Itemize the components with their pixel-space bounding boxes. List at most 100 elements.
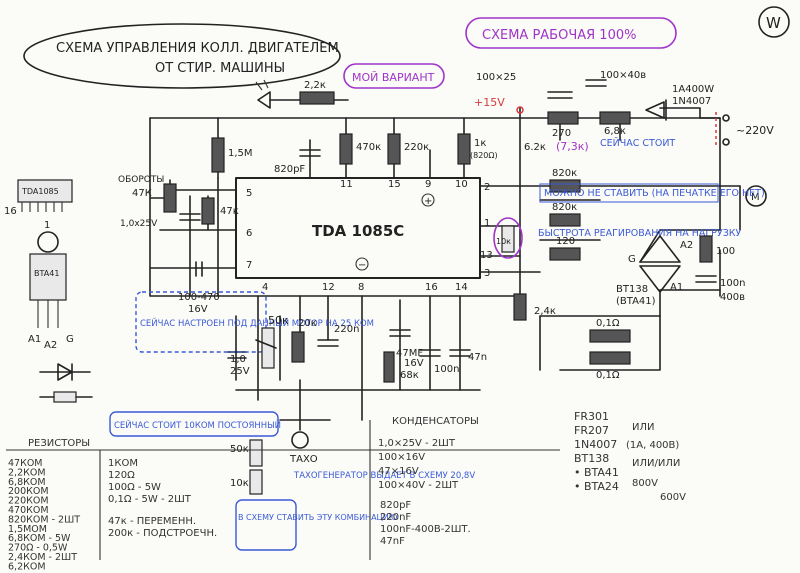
cap-100n-b bbox=[419, 349, 441, 357]
cap-1x25 bbox=[179, 213, 201, 221]
note-taxo: ТАХОГЕНЕРАТОР ВЫДАЕТ В СХЕМУ 20,8V bbox=[293, 471, 475, 481]
label-fast: БЫСТРОТА РЕАГИРОВАНИЯ НА НАГРУЗКУ bbox=[538, 228, 742, 239]
capacitor-list-item: 820pF bbox=[380, 500, 411, 511]
label-speed: ОБОРОТЫ bbox=[118, 175, 164, 185]
label-270: 270 bbox=[552, 128, 571, 139]
label-220n: 220n bbox=[334, 324, 359, 335]
label-r-10k-b: 10к bbox=[230, 478, 249, 489]
label-plus15: +15V bbox=[474, 96, 505, 109]
resistor-100 bbox=[699, 235, 713, 263]
capacitor-list-item: 47nF bbox=[380, 536, 405, 547]
resistor-270 bbox=[547, 111, 579, 125]
pot-50k-wiper bbox=[255, 339, 277, 349]
led-arrows bbox=[255, 79, 269, 91]
pin-11: 11 bbox=[340, 179, 353, 190]
parts-or1: ИЛИ bbox=[632, 422, 654, 433]
pin-6: 6 bbox=[246, 228, 252, 239]
resistor-list-item: 47к - ПЕРЕМЕНН. bbox=[108, 516, 196, 527]
label-2k4: 2,4к bbox=[534, 306, 556, 317]
label-400v: 400в bbox=[720, 292, 745, 303]
label-1k: 1к bbox=[474, 138, 486, 149]
label-can-omit: МОЖНО НЕ СТАВИТЬ (НА ПЕЧАТКЕ ЕГО НЕТ) bbox=[544, 188, 765, 199]
label-47mf-v: 16V bbox=[404, 358, 424, 369]
label-01a: 0,1Ω bbox=[596, 318, 620, 329]
label-47n: 47n bbox=[468, 352, 487, 363]
resistor-120 bbox=[549, 247, 581, 261]
ic-name: TDA 1085C bbox=[312, 222, 404, 240]
label-100x40: 100×40в bbox=[600, 70, 646, 81]
cap-100n-400v bbox=[695, 275, 717, 283]
pin-9: 9 bbox=[425, 179, 431, 190]
capacitor-list-item: 100×40V - 2ШТ bbox=[378, 480, 459, 491]
pin-3: 3 bbox=[484, 268, 490, 279]
install-note-frame bbox=[235, 499, 297, 551]
resistor-1k bbox=[457, 133, 471, 165]
pin-10: 10 bbox=[455, 179, 468, 190]
ic-minus-mark bbox=[355, 257, 369, 271]
label-triac-pkg: BTA41 bbox=[34, 269, 59, 278]
label-ac: ~220V bbox=[736, 124, 774, 137]
label-820pf: 820pF bbox=[274, 164, 305, 175]
pot-50k-b bbox=[249, 439, 263, 467]
triac-symbol bbox=[639, 235, 681, 293]
pin-16: 16 bbox=[425, 282, 438, 293]
ic-plus: + bbox=[424, 196, 432, 207]
pin-1: 1 bbox=[484, 218, 490, 229]
label-470k: 470к bbox=[356, 142, 381, 153]
label-pin-g: G bbox=[66, 334, 74, 345]
label-47mf: 47MF bbox=[396, 348, 423, 359]
note-install: В СХЕМУ СТАВИТЬ ЭТУ КОМБИНАЦИЮ bbox=[238, 513, 398, 522]
label-stand-now: СЕЙЧАС СТОИТ bbox=[600, 137, 675, 149]
resistor-list-item: 6,2КОМ bbox=[8, 561, 46, 572]
resistor-1m5 bbox=[211, 137, 225, 173]
variant-badge-frame bbox=[343, 63, 445, 89]
label-ic-pkg: TDA1085 bbox=[21, 187, 59, 196]
resistor-list-item: 1,5МОМ bbox=[8, 524, 47, 535]
label-bta41: (BTA41) bbox=[616, 296, 656, 307]
corner-letter: W bbox=[766, 14, 781, 32]
pin-5: 5 bbox=[246, 188, 252, 199]
title-line1: СХЕМА УПРАВЛЕНИЯ КОЛЛ. ДВИГАТЕЛЕМ bbox=[56, 41, 339, 56]
diode-1n4007 bbox=[645, 99, 667, 121]
label-1x25b: 1,0 bbox=[230, 354, 246, 365]
resistor-820k-a bbox=[549, 179, 581, 193]
resistor-list-item: 270Ω - 0,5W bbox=[8, 543, 68, 554]
label-6k2-note: (7,3к) bbox=[556, 140, 589, 153]
triac-package-legs bbox=[37, 300, 59, 328]
resistor-list-item: 470КОМ bbox=[8, 505, 49, 516]
resistors-heading: РЕЗИСТОРЫ bbox=[28, 438, 90, 449]
triac-package-sketch bbox=[29, 253, 67, 301]
label-bt138: BT138 bbox=[616, 284, 648, 295]
resistor-list-item: 220КОМ bbox=[8, 496, 49, 507]
label-taxo: ТАХО bbox=[289, 454, 318, 465]
label-a1: A1 bbox=[670, 282, 683, 293]
label-pin-a1: A1 bbox=[28, 334, 41, 345]
pot-speed bbox=[163, 183, 177, 213]
pin-8: 8 bbox=[358, 282, 364, 293]
resistor-list-item: 0,1Ω - 5W - 2ШТ bbox=[108, 494, 192, 505]
shunt-01b bbox=[589, 351, 631, 365]
resistor-list-item: 120Ω bbox=[108, 470, 135, 481]
label-6k8: 6,8к bbox=[604, 126, 626, 137]
resistor-list-item: 2,2КОМ bbox=[8, 467, 46, 478]
resistor-470k bbox=[339, 133, 353, 165]
taxo-generator bbox=[291, 431, 309, 449]
label-diode2: 1N4007 bbox=[672, 96, 711, 107]
label-120: 120 bbox=[556, 236, 575, 247]
led-symbol bbox=[257, 91, 271, 109]
label-1x25: 1,0x25V bbox=[120, 219, 158, 229]
label-16v: 16V bbox=[188, 304, 208, 315]
part-list-item: FR207 bbox=[574, 424, 609, 437]
label-pkg-1: 1 bbox=[44, 220, 50, 231]
cap-47n bbox=[449, 349, 471, 357]
label-motor: M bbox=[751, 192, 760, 203]
resistors-col3: 47к - ПЕРЕМЕНН.200к - ПОДСТРОЕЧН. bbox=[108, 516, 217, 539]
label-68k: 68к bbox=[400, 370, 419, 381]
now-10k-frame bbox=[109, 411, 279, 437]
resistor-47k bbox=[201, 197, 215, 225]
ic-plus-mark bbox=[421, 193, 435, 207]
cap-100x40 bbox=[585, 79, 607, 87]
label-220k: 220к bbox=[404, 142, 429, 153]
ic-body bbox=[235, 177, 481, 279]
